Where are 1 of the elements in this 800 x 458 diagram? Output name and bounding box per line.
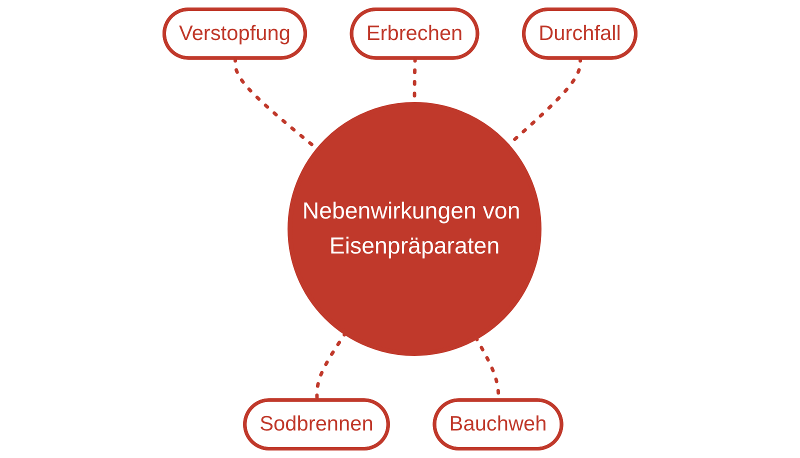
node-circle: Nebenwirkungen von Eisenpräparaten	[288, 102, 542, 356]
